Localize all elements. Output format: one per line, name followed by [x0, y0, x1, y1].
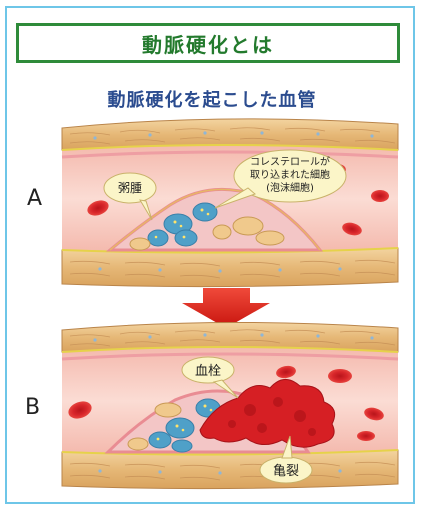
callout-thrombus: 血栓: [181, 356, 239, 399]
thrombus: [199, 379, 336, 448]
callout-thrombus-text: 血栓: [195, 364, 221, 379]
red-blood-cells-b: [68, 365, 384, 441]
vessel-b: [61, 321, 399, 490]
foam-cells-a: [129, 202, 285, 251]
title-box: 動脈硬化とは: [16, 23, 400, 63]
callout-rupture: 亀裂: [259, 435, 313, 484]
callout-plaque-text: 粥腫: [118, 181, 142, 195]
page-title: 動脈硬化とは: [142, 32, 274, 57]
callout-rupture-text: 亀裂: [273, 464, 299, 479]
vessel-b-wall-bottom: [61, 449, 399, 490]
panel-b-label: B: [25, 395, 41, 420]
callout-foam-cells: コレステロールが 取り込まれた細胞 (泡沫細胞): [214, 149, 347, 209]
vessel-a-wall-bottom: [61, 247, 399, 288]
panel-a-label: A: [27, 186, 43, 211]
callout-foam-line3: (泡沫細胞): [266, 181, 314, 194]
foam-cells-b: [127, 398, 221, 453]
down-arrow: [182, 288, 270, 328]
callout-plaque: 粥腫: [103, 172, 157, 221]
callout-foam-line2: 取り込まれた細胞: [250, 168, 330, 181]
diagram-subtitle: 動脈硬化を起こした血管: [107, 90, 317, 111]
callout-foam-line1: コレステロールが: [250, 155, 330, 168]
